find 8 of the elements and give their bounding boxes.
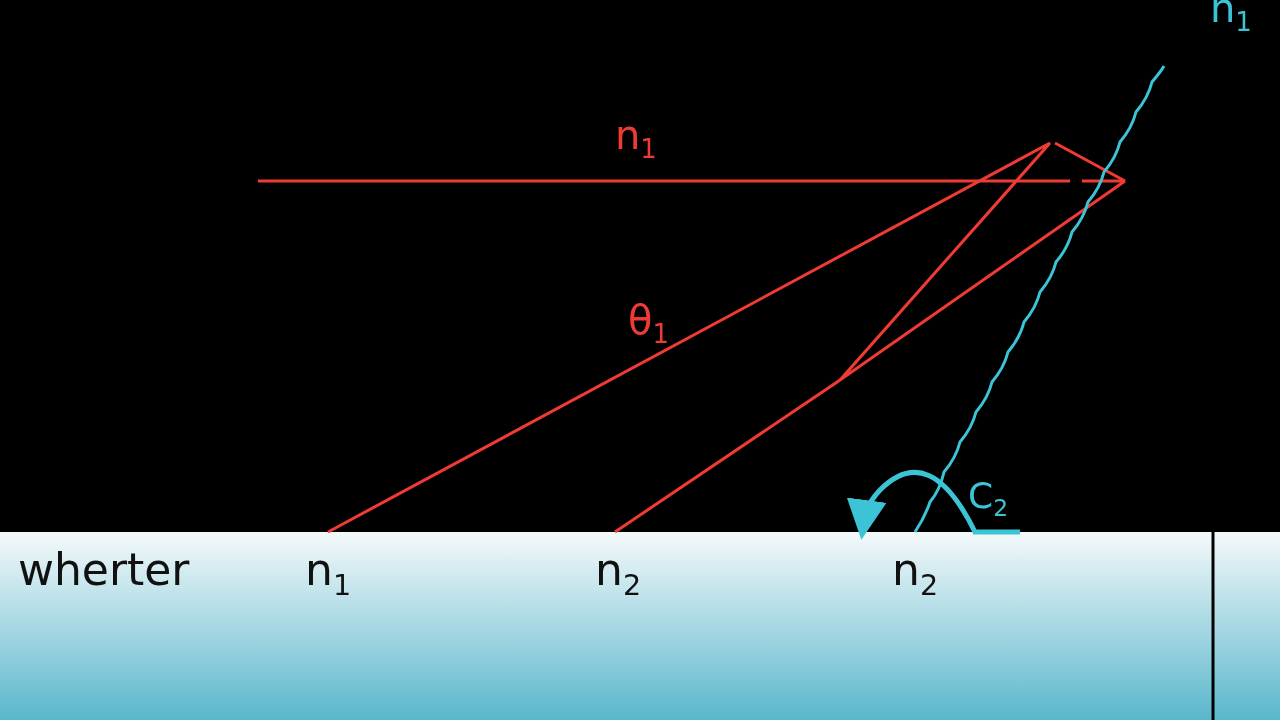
refractive-index-label: n$_{1}$: [1210, 0, 1252, 35]
refractive-index-label: n$_{2}$: [595, 548, 642, 600]
angle-label: C$_{2}$: [968, 478, 1009, 521]
refractive-index-label: n$_{1}$: [615, 115, 657, 162]
refractive-index-label: n$_{1}$: [305, 548, 352, 600]
angle-label: θ$_{1}$: [628, 300, 670, 347]
medium-label: wherter: [18, 548, 190, 592]
refractive-index-label: n$_{2}$: [892, 548, 939, 600]
